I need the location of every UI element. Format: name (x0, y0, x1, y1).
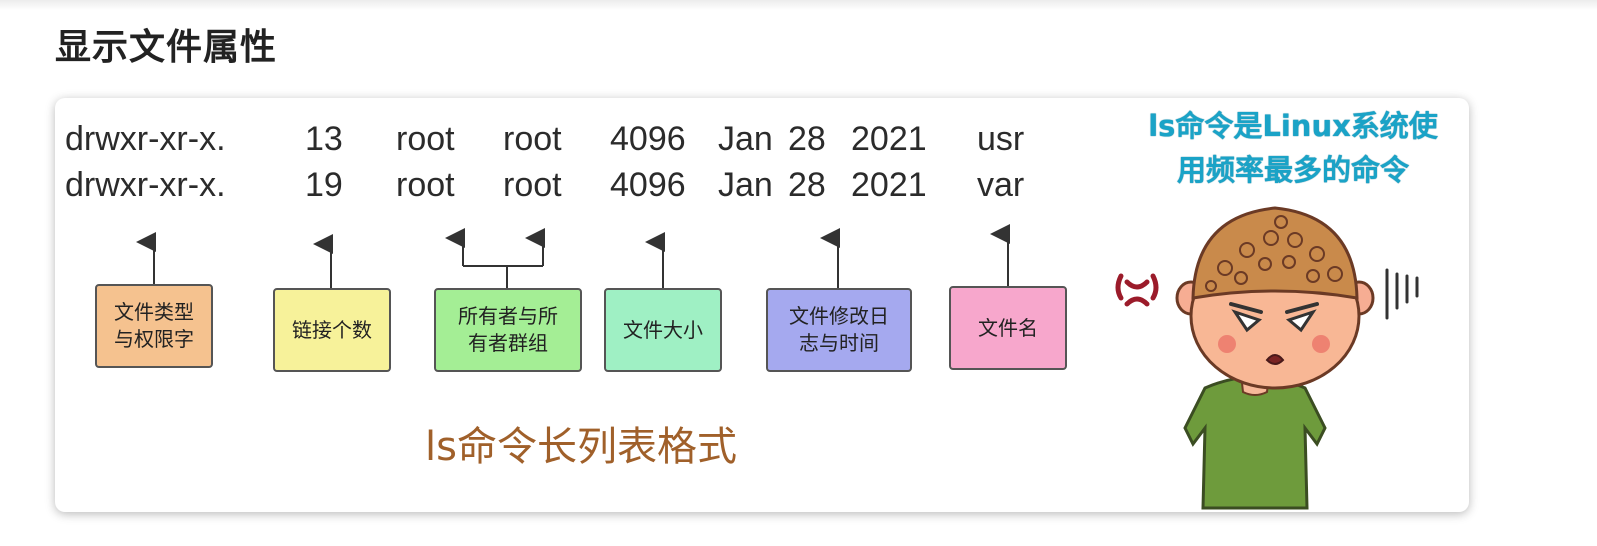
shirt (1183, 375, 1327, 510)
type-permission-line2: 与权限字 (114, 327, 194, 351)
listing-row-usr: drwxr-xr-x. 13 root root 4096 Jan 28 202… (65, 120, 1115, 166)
angry-boy-illustration (1115, 206, 1419, 510)
ls-tip-line2: 用频率最多的命令 (1176, 153, 1409, 187)
listing-row-var: drwxr-xr-x. 19 root root 4096 Jan 28 202… (65, 166, 1115, 212)
mtime-label: 文件修改日 志与时间 (766, 288, 912, 372)
ls-tip-text: ls命令是Linux系统使 用频率最多的命令 (1115, 104, 1471, 192)
file-size-label: 文件大小 (604, 288, 722, 372)
type-permission-label: 文件类型 与权限字 (95, 284, 213, 368)
month-field: Jan (718, 166, 773, 204)
group-field: root (503, 120, 562, 158)
pointer-arrows (136, 224, 1010, 288)
owner-group-label: 所有者与所 有者群组 (434, 288, 582, 372)
link-count-label: 链接个数 (273, 288, 391, 372)
day-field: 28 (788, 120, 826, 158)
links-field: 19 (305, 166, 343, 204)
month-field: Jan (718, 120, 773, 158)
ls-tip-line1: ls命令是Linux系统使 (1148, 109, 1438, 143)
owner-field: root (396, 166, 455, 204)
owner-group-line2: 有者群组 (468, 331, 548, 355)
name-field: var (977, 166, 1025, 204)
mtime-line1: 文件修改日 (789, 304, 889, 328)
anger-mark-icon (1115, 273, 1159, 307)
type-permission-line1: 文件类型 (114, 300, 194, 324)
frustration-lines-icon (1385, 268, 1419, 320)
year-field: 2021 (851, 166, 927, 204)
top-divider (0, 0, 1597, 10)
size-field: 4096 (610, 166, 686, 204)
owner-group-line1: 所有者与所 (458, 304, 558, 328)
links-field: 13 (305, 120, 343, 158)
ls-diagram-card: drwxr-xr-x. 13 root root 4096 Jan 28 202… (55, 98, 1469, 512)
group-field: root (503, 166, 562, 204)
diagram-caption: ls命令长列表格式 (425, 424, 737, 470)
mtime-line2: 志与时间 (799, 331, 879, 355)
name-field: usr (977, 120, 1025, 158)
day-field: 28 (788, 166, 826, 204)
perms-field: drwxr-xr-x. (65, 120, 226, 158)
size-field: 4096 (610, 120, 686, 158)
owner-field: root (396, 120, 455, 158)
perms-field: drwxr-xr-x. (65, 166, 226, 204)
year-field: 2021 (851, 120, 927, 158)
page-title: 显示文件属性 (55, 27, 278, 68)
file-name-label: 文件名 (949, 286, 1067, 370)
